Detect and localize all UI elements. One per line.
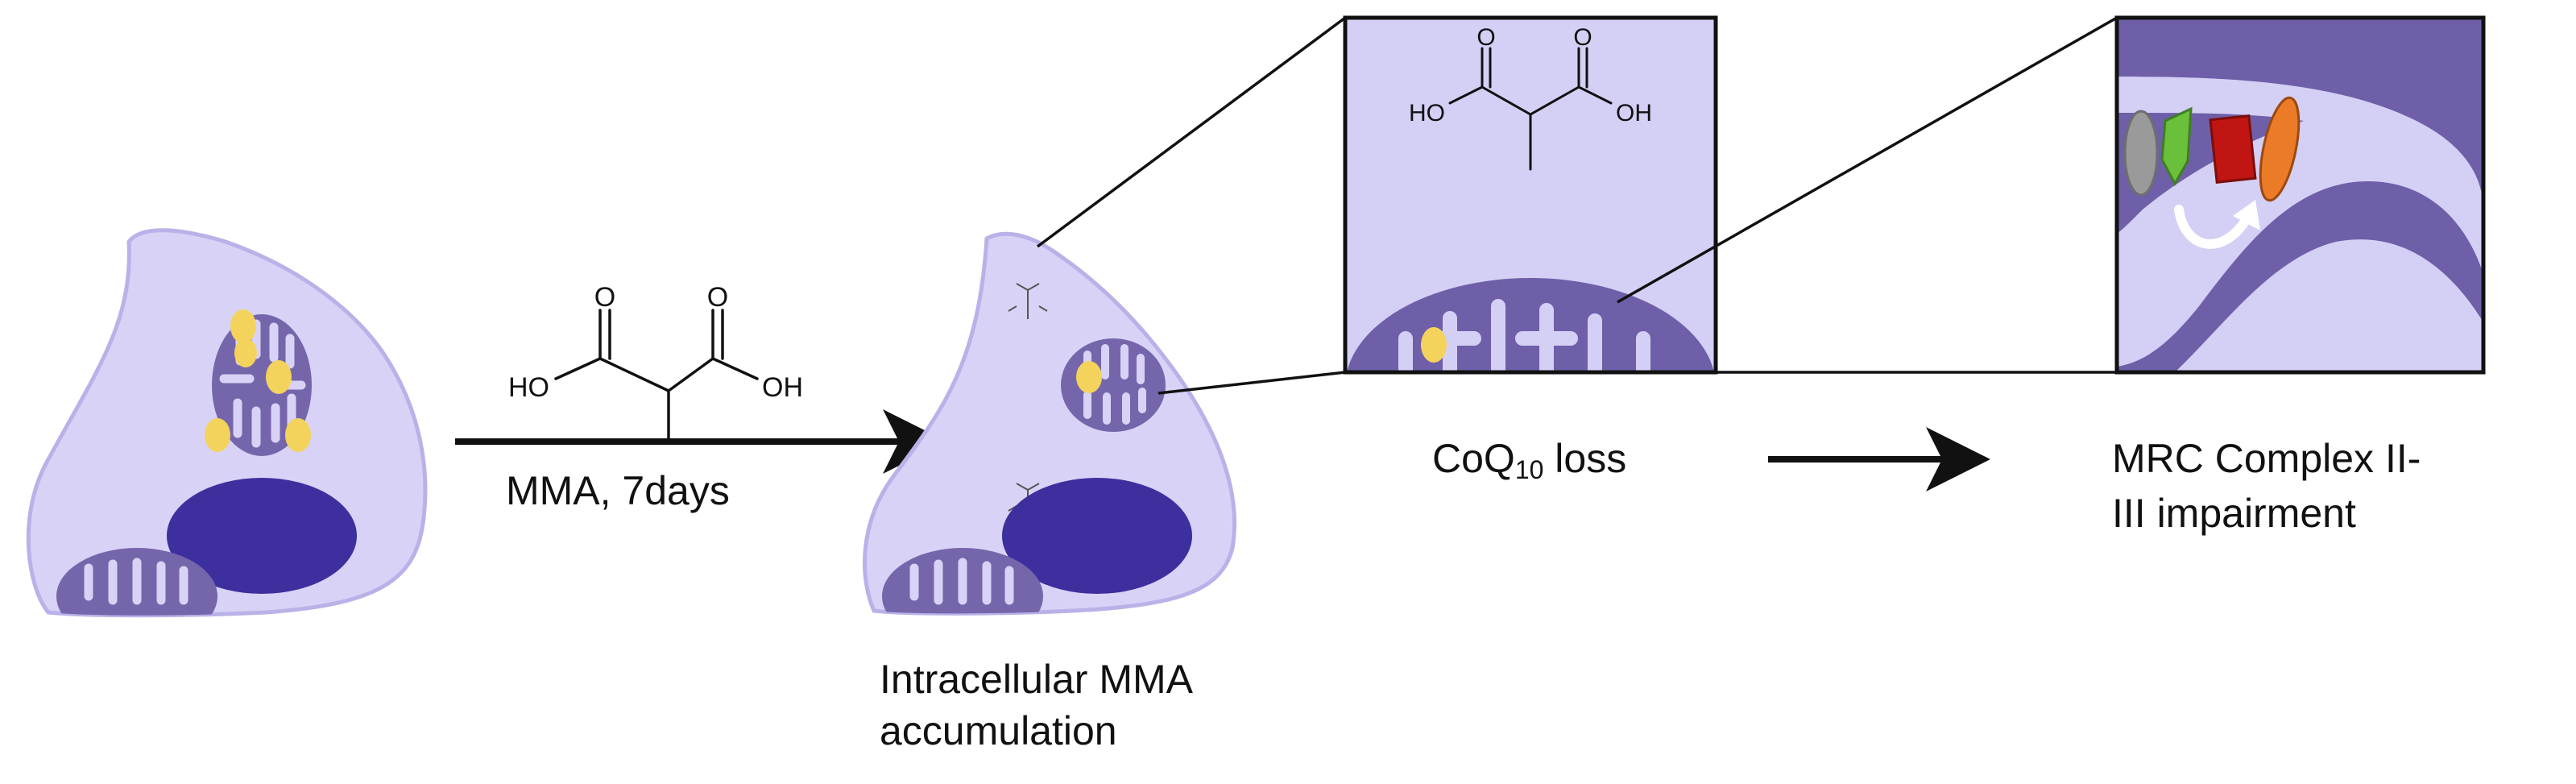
treatment-label: MMA, 7days xyxy=(506,468,730,513)
zoom-mol-o-right: O xyxy=(1573,24,1592,51)
complex-ii-green xyxy=(2160,106,2193,187)
cell-1-lower-mitochondrion xyxy=(56,548,217,616)
electron-transfer-arrow xyxy=(2174,205,2252,249)
coq10-prefix: CoQ xyxy=(1432,436,1515,481)
zoom-lines-1 xyxy=(1036,16,1347,395)
zoom-lines-2 xyxy=(1617,16,2118,374)
mrc-label-line2: III impairment xyxy=(2112,491,2356,536)
treatment-molecule: O O HO OH xyxy=(508,282,803,441)
cell-2-mma-molecules xyxy=(1008,283,1048,519)
zoom-mol-o-left: O xyxy=(1476,24,1495,51)
accumulation-label-line1: Intracellular MMA xyxy=(880,657,1193,702)
cell-1-coq10-dots xyxy=(205,309,311,452)
coq10-subscript: 10 xyxy=(1514,455,1544,484)
untreated-cell xyxy=(26,228,428,618)
treated-cell xyxy=(863,231,1236,616)
cell-1-nucleus xyxy=(167,478,357,594)
treatment-mol-o-right: O xyxy=(707,282,728,313)
treatment-mol-o-left: O xyxy=(594,282,615,313)
accumulation-label-line2: accumulation xyxy=(880,708,1117,753)
cell-2-nucleus xyxy=(1002,478,1192,594)
coq10-suffix: loss xyxy=(1543,436,1627,481)
cell-2-mitochondrion xyxy=(1061,338,1166,432)
zoom-box-membrane xyxy=(2114,15,2486,375)
complex-iv-orange xyxy=(2259,96,2301,202)
zoom-box-mitochondrion: O O HO OH xyxy=(1343,15,1718,375)
zoom-box-molecule: O O HO OH xyxy=(1409,24,1652,171)
complex-i-gray xyxy=(2123,110,2159,197)
cell-2-coq10-dot xyxy=(1076,361,1102,393)
zoom-mol-oh: OH xyxy=(1616,100,1652,127)
treatment-mol-ho: HO xyxy=(508,372,549,403)
mrc-label-line1: MRC Complex II- xyxy=(2112,436,2421,481)
cell-2-lower-mitochondrion xyxy=(882,548,1043,614)
zoom-mol-ho: HO xyxy=(1409,100,1445,127)
zoom-mito-coq10-dot xyxy=(1421,327,1447,363)
zoom-mito-cristae xyxy=(1398,299,1650,372)
treatment-mol-oh: OH xyxy=(762,372,803,403)
coq10-loss-label: CoQ10 loss xyxy=(1432,433,1626,495)
electron-transfer-arrowhead xyxy=(2233,200,2260,230)
complex-iii-red xyxy=(2209,114,2257,184)
